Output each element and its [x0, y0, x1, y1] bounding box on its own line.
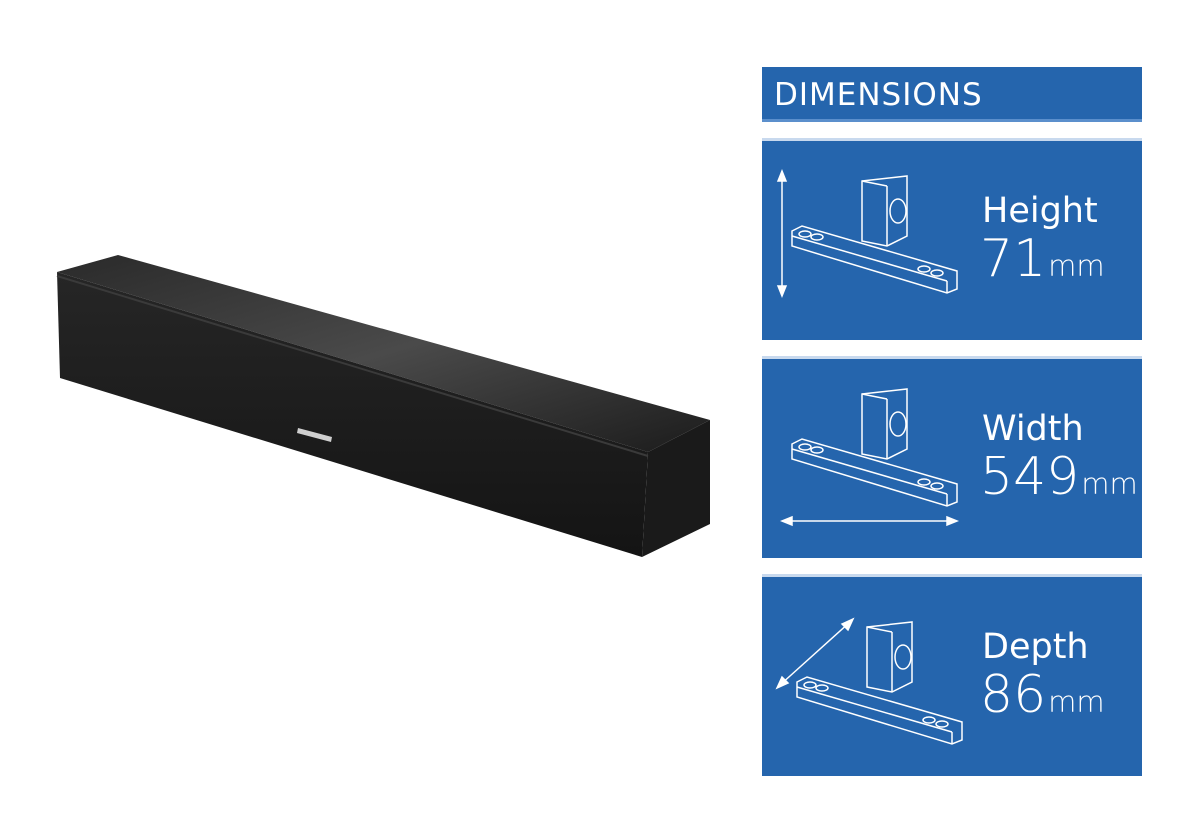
soundbar-height-icon — [776, 168, 958, 299]
dimension-label: Width — [982, 409, 1084, 449]
value-unit: mm — [1048, 685, 1105, 719]
soundbar-depth-icon — [775, 617, 963, 745]
soundbar-product-image — [56, 255, 710, 557]
dimension-value: 549mm — [980, 447, 1138, 507]
dimension-panel-depth: Depth 86mm — [762, 574, 1142, 776]
soundbar-front-grille — [57, 272, 648, 557]
soundbar-width-icon — [779, 388, 960, 527]
dimension-label: Height — [982, 191, 1098, 231]
dimension-value: 86mm — [980, 665, 1105, 725]
dimensions-header: DIMENSIONS — [762, 67, 1142, 122]
dimension-value: 71mm — [980, 229, 1105, 289]
dimensions-title: DIMENSIONS — [774, 77, 983, 113]
soundbar-top — [57, 255, 710, 452]
value-unit: mm — [1048, 249, 1105, 283]
dimension-label: Depth — [982, 627, 1089, 667]
value-number: 549 — [980, 447, 1080, 507]
value-unit: mm — [1081, 467, 1138, 501]
soundbar-end — [642, 420, 710, 557]
value-number: 71 — [980, 229, 1047, 289]
dimension-panel-width: Width 549mm — [762, 356, 1142, 558]
dimension-panel-height: Height 71mm — [762, 138, 1142, 340]
value-number: 86 — [980, 665, 1047, 725]
bose-logo — [297, 428, 332, 442]
